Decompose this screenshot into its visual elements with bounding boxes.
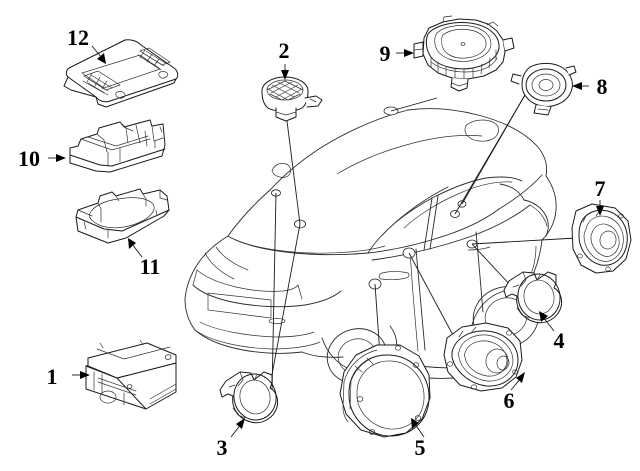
part-2-dash-tweeter (261, 76, 323, 122)
callout-arrows (48, 45, 604, 438)
part-9-subwoofer-enclosure (413, 15, 515, 92)
arrow-5 (411, 418, 425, 438)
part-5-front-door-woofer (339, 344, 431, 438)
part-3-front-pillar-tweeter (219, 371, 279, 424)
car-mount-points (271, 106, 478, 290)
arrow-12 (91, 45, 106, 64)
arrow-1 (72, 371, 90, 379)
arrow-3 (230, 418, 245, 438)
leader-lines (267, 94, 577, 399)
callout-number-1: 1 (47, 364, 58, 389)
tweeter-grille-mesh (266, 80, 304, 101)
arrow-7 (596, 200, 604, 216)
arrow-4 (539, 311, 555, 332)
callout-number-11: 11 (140, 254, 161, 279)
callout-number-6: 6 (504, 388, 515, 413)
part-12-module-cover-panel (63, 39, 179, 108)
cover-grille-right (137, 47, 171, 71)
callout-numbers: 1 2 3 4 5 6 7 8 9 10 11 12 (18, 25, 608, 460)
arrow-2 (281, 64, 289, 80)
callout-number-12: 12 (67, 25, 89, 50)
arrow-9 (396, 49, 414, 57)
arrow-11 (128, 238, 143, 258)
arrow-8 (572, 82, 589, 90)
callout-number-3: 3 (217, 435, 228, 460)
part-10-amplifier-module (69, 119, 166, 173)
arrow-10 (48, 154, 66, 162)
callout-number-10: 10 (18, 146, 40, 171)
part-4-rear-door-tweeter (503, 271, 563, 324)
callout-number-9: 9 (380, 41, 391, 66)
callout-number-5: 5 (415, 435, 426, 460)
part-6-rear-door-speaker (443, 322, 523, 392)
arrow-6 (510, 372, 525, 391)
part-11-amplifier-bracket (75, 188, 170, 244)
cover-grille-left (82, 70, 121, 96)
part-8-rear-shelf-speaker (510, 62, 577, 116)
callout-number-2: 2 (279, 38, 290, 63)
callout-number-4: 4 (554, 328, 565, 353)
callout-number-8: 8 (597, 74, 608, 99)
callout-number-7: 7 (595, 176, 606, 201)
part-1-radio-head-unit (85, 339, 177, 410)
part-7-rear-deck-speaker (571, 203, 632, 274)
